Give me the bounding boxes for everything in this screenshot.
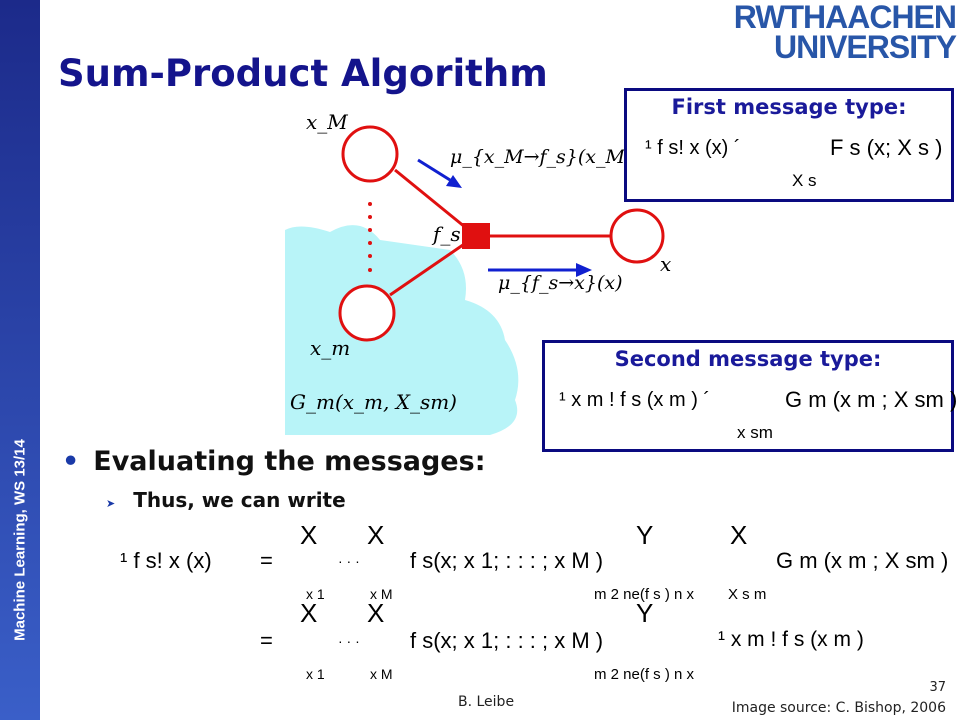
bullet-text: Evaluating the messages: — [93, 446, 486, 477]
bullet-item: • Evaluating the messages: — [62, 446, 486, 477]
node-xM — [341, 125, 399, 183]
node-xm — [338, 284, 396, 342]
label-fs: f_s — [433, 222, 461, 246]
sub-bullet-item: ➤ Thus, we can write — [106, 488, 346, 512]
eq-line2-equals: = — [260, 628, 273, 653]
eq2-sum2: X — [367, 598, 385, 628]
eq2-dots: · · · — [338, 633, 360, 649]
slide-title: Sum-Product Algorithm — [58, 52, 548, 95]
university-logo: RWTHAACHEN UNIVERSITY — [733, 0, 957, 65]
node-x — [609, 208, 665, 264]
arrow-msg1 — [417, 158, 451, 182]
eq2-sub-ne: m 2 ne(f s ) n x — [594, 666, 695, 683]
first-message-title: First message type: — [671, 95, 907, 119]
eq-sub-ne: m 2 ne(f s ) n x — [594, 586, 695, 603]
second-message-rhs: G m (x m ; X sm ) — [785, 387, 958, 412]
eq2-sum1: X — [300, 598, 318, 628]
eq2-fs-term: f s(x; x 1; : : : ; x M ) — [410, 628, 604, 653]
page-number: 37 — [929, 680, 946, 695]
first-message-box: First message type: ¹ f s! x (x) ´ F s (… — [624, 88, 954, 202]
footer-author: B. Leibe — [458, 694, 515, 710]
eq2-prod: Y — [636, 598, 654, 628]
eq-sub-Xsm: X s m — [728, 586, 767, 603]
label-msg2: μ_{f_s→x}(x) — [498, 272, 623, 294]
label-xm: x_m — [310, 336, 351, 360]
image-source: Image source: C. Bishop, 2006 — [731, 700, 946, 716]
eq2-msg: ¹ x m ! f s (x m ) — [718, 628, 864, 651]
eq2-sub-xM: x M — [370, 666, 393, 682]
label-xM: x_M — [306, 110, 348, 134]
eq-line1-lhs: ¹ f s! x (x) — [120, 548, 212, 573]
eq-G-term: G m (x m ; X sm ) — [776, 548, 949, 573]
ellipsis-dots — [368, 202, 372, 272]
label-G: G_m(x_m, X_sm) — [290, 390, 457, 414]
second-message-sum-index: x sm — [737, 423, 773, 442]
bullet-icon: • — [62, 446, 80, 477]
eq-sub-x1: x 1 — [306, 586, 325, 602]
factor-node-fs — [462, 223, 490, 249]
cloud-region — [285, 225, 519, 435]
eq-line1-equals: = — [260, 548, 273, 573]
sidebar-bar — [0, 0, 40, 720]
second-message-lhs: ¹ x m ! f s (x m ) ´ — [559, 389, 711, 411]
eq-sum1: X — [300, 520, 318, 550]
eq-dots: · · · — [338, 553, 360, 569]
label-msg1: μ_{x_M→f_s}(x_M) — [450, 146, 633, 168]
sub-bullet-text: Thus, we can write — [133, 488, 346, 512]
first-message-sum-index: X s — [792, 171, 817, 190]
first-message-lhs: ¹ f s! x (x) ´ — [645, 137, 741, 159]
arrow-msg2-head — [576, 263, 592, 277]
edge-xm-fs — [389, 234, 477, 297]
eq2-sub-x1: x 1 — [306, 666, 325, 682]
eq-sum2: X — [367, 520, 385, 550]
eq-fs-term: f s(x; x 1; : : : ; x M ) — [410, 548, 604, 573]
logo-line1: RWTHAACHEN — [733, 0, 957, 35]
eq-sum3: X — [730, 520, 748, 550]
arrow-msg1-head — [446, 175, 462, 188]
arrow-bullet-icon: ➤ — [106, 497, 116, 510]
eq-sub-xM: x M — [370, 586, 393, 602]
label-x: x — [660, 252, 672, 276]
logo-line2: UNIVERSITY — [773, 29, 957, 65]
second-message-title: Second message type: — [614, 347, 882, 371]
second-message-box: Second message type: ¹ x m ! f s (x m ) … — [542, 340, 958, 452]
eq-prod: Y — [636, 520, 654, 550]
first-message-rhs: F s (x; X s ) — [830, 135, 943, 160]
